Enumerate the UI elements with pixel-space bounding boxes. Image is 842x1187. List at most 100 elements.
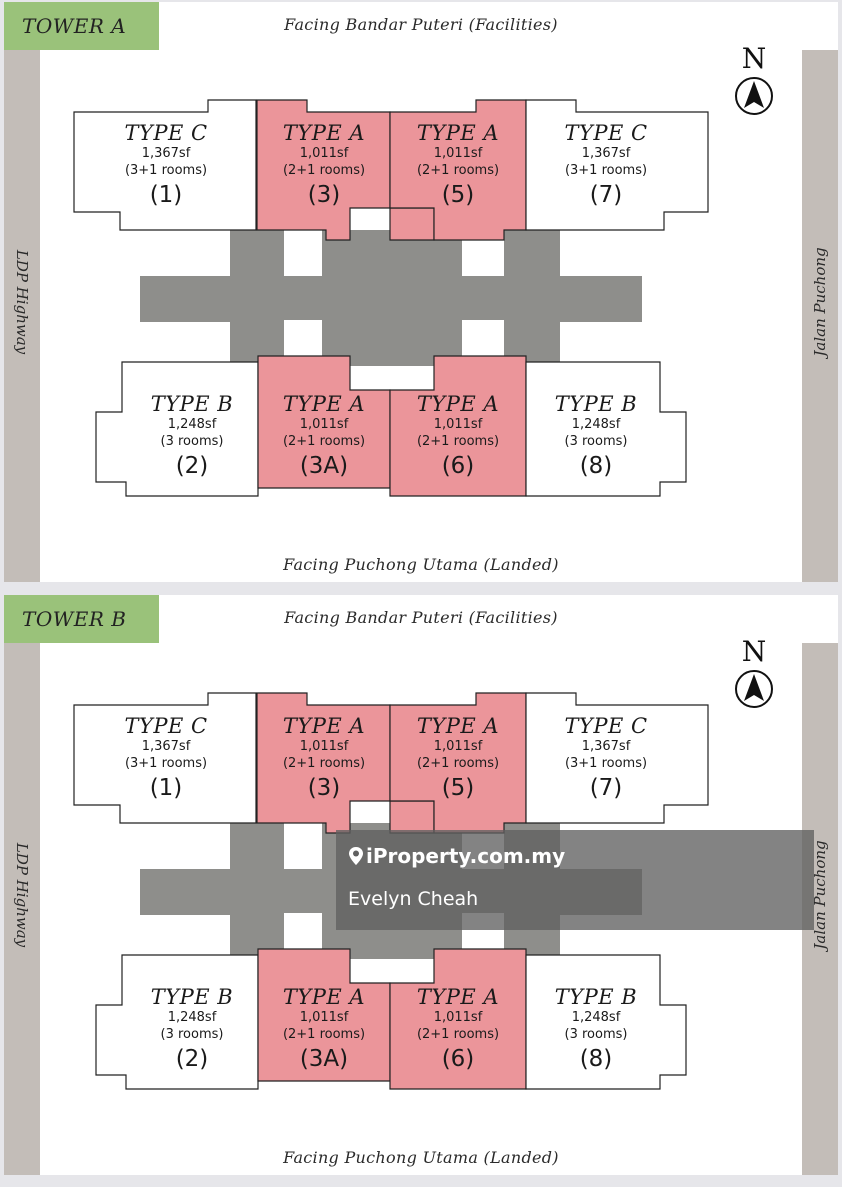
unit-area: 1,367sf: [141, 739, 191, 754]
watermark-brand: iProperty.com.my: [348, 844, 565, 868]
north-arrow-icon: [735, 77, 773, 115]
unit-3: TYPE A 1,011sf (2+1 rooms) (3): [264, 120, 384, 210]
compass: N: [732, 635, 776, 715]
unit-rooms: (3 rooms): [564, 1027, 628, 1042]
unit-rooms: (3+1 rooms): [564, 163, 648, 178]
unit-type: TYPE C: [564, 714, 648, 738]
floor-plan: [73, 692, 709, 1090]
unit-type: TYPE C: [124, 714, 208, 738]
unit-type: TYPE A: [416, 392, 500, 416]
unit-type: TYPE A: [282, 985, 366, 1009]
unit-1: TYPE C 1,367sf (3+1 rooms) (1): [106, 120, 226, 210]
floor-plan: [73, 99, 709, 497]
unit-rooms: (3+1 rooms): [124, 756, 208, 771]
unit-number: (7): [589, 182, 623, 208]
unit-area: 1,367sf: [581, 146, 631, 161]
unit-number: (7): [589, 775, 623, 801]
watermark: iProperty.com.my Evelyn Cheah: [336, 830, 814, 930]
unit-rooms: (2+1 rooms): [282, 163, 366, 178]
unit-area: 1,011sf: [299, 739, 349, 754]
location-pin-icon: [349, 847, 363, 865]
unit-area: 1,011sf: [299, 1010, 349, 1025]
north-arrow-icon: [735, 670, 773, 708]
unit-rooms: (2+1 rooms): [416, 434, 500, 449]
unit-1-outline: [73, 692, 257, 824]
unit-number: (1): [149, 182, 183, 208]
unit-5: TYPE A 1,011sf (2+1 rooms) (5): [398, 713, 518, 803]
watermark-brand-text: iProperty.com.my: [366, 844, 566, 868]
facing-top-label: Facing Bandar Puteri (Facilities): [284, 15, 558, 34]
road-ldp-highway: [4, 50, 40, 582]
unit-rooms: (2+1 rooms): [416, 163, 500, 178]
unit-7-outline: [525, 692, 709, 824]
unit-area: 1,248sf: [167, 417, 217, 432]
unit-area: 1,011sf: [299, 417, 349, 432]
unit-area: 1,248sf: [571, 417, 621, 432]
unit-area: 1,367sf: [141, 146, 191, 161]
unit-rooms: (3 rooms): [160, 434, 224, 449]
facing-bottom-label: Facing Puchong Utama (Landed): [283, 555, 559, 574]
unit-type: TYPE A: [282, 714, 366, 738]
unit-number: (3): [307, 775, 341, 801]
unit-number: (2): [175, 453, 209, 479]
watermark-agent: Evelyn Cheah: [348, 888, 479, 910]
tower-label: TOWER B: [4, 595, 159, 643]
unit-3: TYPE A 1,011sf (2+1 rooms) (3): [264, 713, 384, 803]
unit-number: (6): [441, 453, 475, 479]
unit-5-outline: [389, 692, 527, 834]
unit-8: TYPE B 1,248sf (3 rooms) (8): [536, 391, 656, 481]
unit-number: (8): [579, 1046, 613, 1072]
facing-top-label: Facing Bandar Puteri (Facilities): [284, 608, 558, 627]
unit-7: TYPE C 1,367sf (3+1 rooms) (7): [546, 713, 666, 803]
unit-area: 1,011sf: [433, 739, 483, 754]
unit-rooms: (3+1 rooms): [564, 756, 648, 771]
unit-6: TYPE A 1,011sf (2+1 rooms) (6): [398, 391, 518, 481]
unit-area: 1,011sf: [299, 146, 349, 161]
unit-5-outline: [389, 99, 527, 241]
unit-type: TYPE B: [554, 392, 638, 416]
unit-rooms: (2+1 rooms): [416, 1027, 500, 1042]
unit-number: (5): [441, 182, 475, 208]
unit-2: TYPE B 1,248sf (3 rooms) (2): [132, 391, 252, 481]
compass-north-label: N: [741, 635, 767, 668]
tower-label: TOWER A: [4, 2, 159, 50]
unit-type: TYPE A: [416, 714, 500, 738]
unit-area: 1,248sf: [571, 1010, 621, 1025]
unit-type: TYPE A: [282, 121, 366, 145]
unit-type: TYPE A: [282, 392, 366, 416]
unit-rooms: (3+1 rooms): [124, 163, 208, 178]
unit-8: TYPE B 1,248sf (3 rooms) (8): [536, 984, 656, 1074]
unit-type: TYPE B: [554, 985, 638, 1009]
unit-area: 1,367sf: [581, 739, 631, 754]
unit-number: (2): [175, 1046, 209, 1072]
tower-b-panel: TOWER B Facing Bandar Puteri (Facilities…: [4, 595, 838, 1175]
facing-bottom-label: Facing Puchong Utama (Landed): [283, 1148, 559, 1167]
unit-type: TYPE B: [150, 985, 234, 1009]
unit-type: TYPE A: [416, 121, 500, 145]
unit-5: TYPE A 1,011sf (2+1 rooms) (5): [398, 120, 518, 210]
unit-2: TYPE B 1,248sf (3 rooms) (2): [132, 984, 252, 1074]
unit-3a: TYPE A 1,011sf (2+1 rooms) (3A): [264, 984, 384, 1074]
unit-number: (6): [441, 1046, 475, 1072]
unit-3a: TYPE A 1,011sf (2+1 rooms) (3A): [264, 391, 384, 481]
unit-1: TYPE C 1,367sf (3+1 rooms) (1): [106, 713, 226, 803]
unit-6-outline: [389, 948, 527, 1090]
unit-rooms: (2+1 rooms): [282, 434, 366, 449]
unit-6: TYPE A 1,011sf (2+1 rooms) (6): [398, 984, 518, 1074]
unit-number: (3A): [299, 1046, 349, 1072]
unit-area: 1,011sf: [433, 1010, 483, 1025]
unit-rooms: (2+1 rooms): [282, 756, 366, 771]
void: [284, 230, 322, 276]
road-jalan-puchong: [802, 50, 838, 582]
unit-area: 1,011sf: [433, 417, 483, 432]
unit-rooms: (3 rooms): [564, 434, 628, 449]
unit-7-outline: [525, 99, 709, 231]
unit-number: (1): [149, 775, 183, 801]
corridor: [140, 276, 642, 322]
unit-number: (3A): [299, 453, 349, 479]
unit-number: (3): [307, 182, 341, 208]
unit-rooms: (2+1 rooms): [416, 756, 500, 771]
unit-type: TYPE C: [564, 121, 648, 145]
unit-number: (8): [579, 453, 613, 479]
unit-6-outline: [389, 355, 527, 497]
